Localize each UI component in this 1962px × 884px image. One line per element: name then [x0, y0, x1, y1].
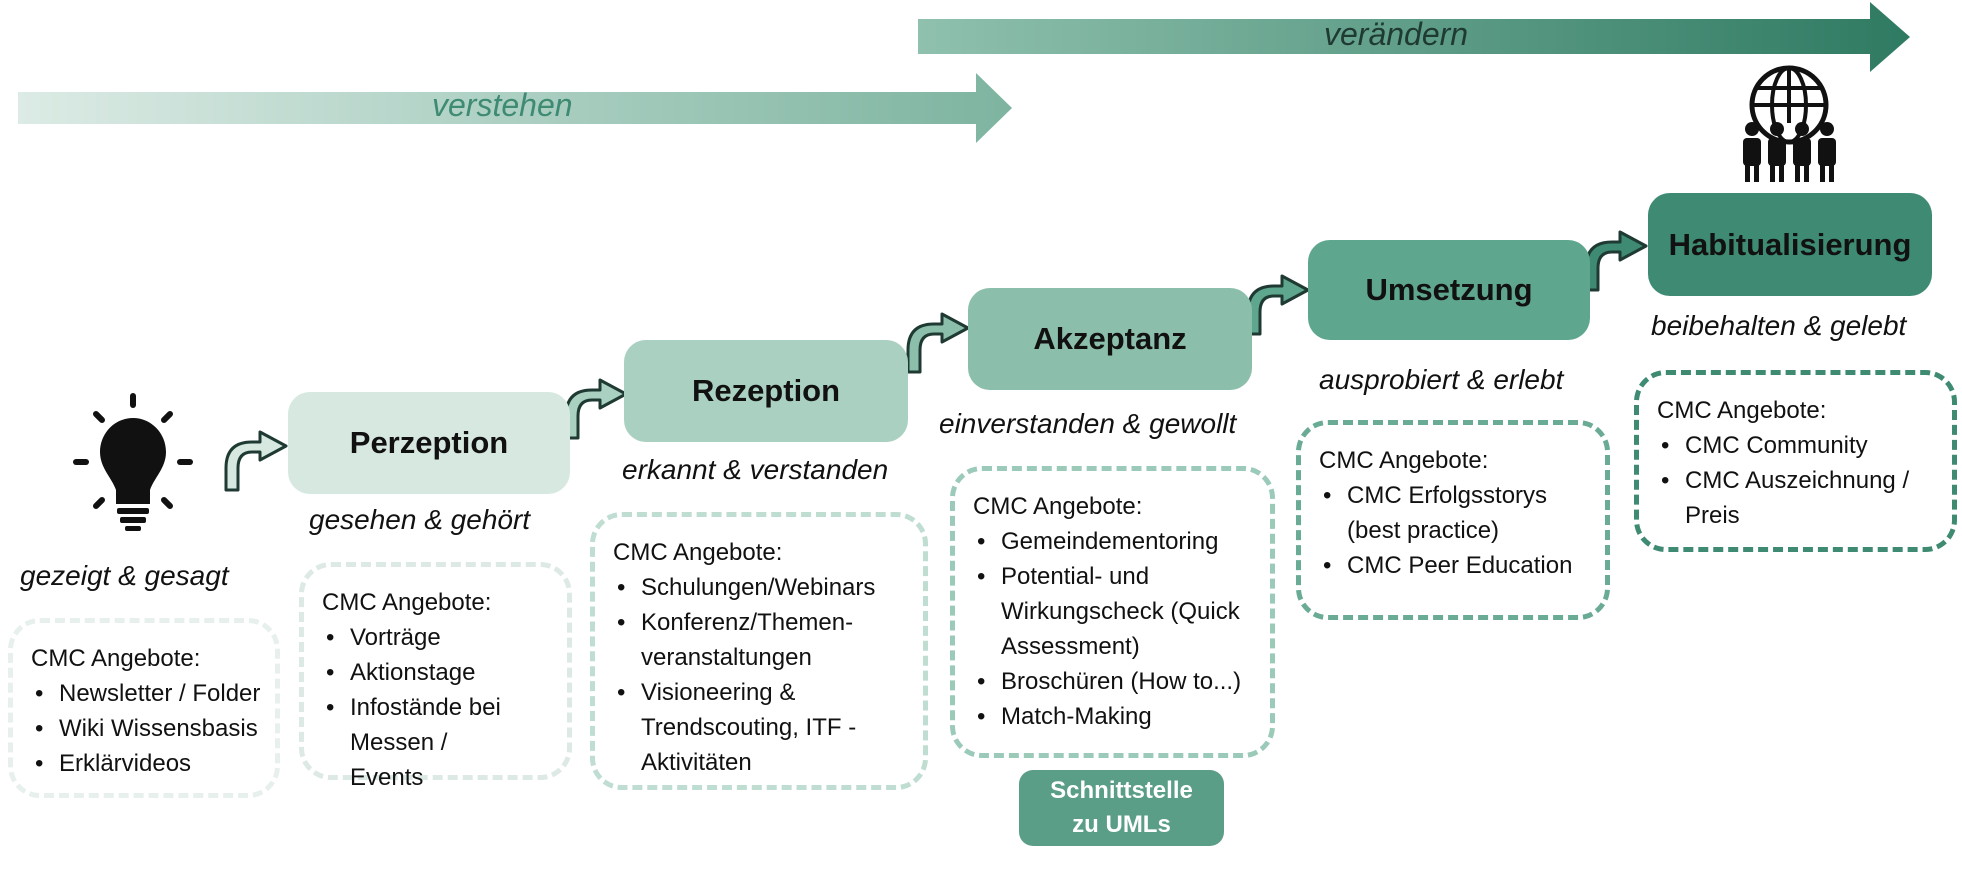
list-item: CMC Erfolgsstorys (best practice) — [1319, 478, 1581, 548]
list-item: Erklärvideos — [31, 746, 275, 781]
subtitle-stage-0: gezeigt & gesagt — [20, 560, 229, 591]
curved-arrow-icon — [564, 378, 628, 440]
list-item: Newsletter / Folder — [31, 676, 275, 711]
subtitle-umsetzung: ausprobiert & erlebt — [1319, 364, 1564, 395]
list-item: Wiki Wissensbasis — [31, 711, 275, 746]
veraendern-arrow — [918, 2, 1910, 72]
subtitle-akzeptanz: einverstanden & gewollt — [939, 408, 1237, 439]
offers-box-0: CMC Angebote: Newsletter / Folder Wiki W… — [8, 618, 280, 798]
interface-badge: Schnittstelle zu UMLs — [1019, 770, 1224, 846]
stage-akzeptanz: Akzeptanz — [968, 288, 1252, 390]
stage-perzeption: Perzeption — [288, 392, 570, 494]
list-item: Aktionstage — [322, 655, 527, 690]
offers-header: CMC Angebote: — [613, 539, 783, 566]
offers-list: Vorträge Aktionstage Infostände bei Mess… — [322, 620, 527, 795]
veraendern-label: verändern — [1324, 16, 1469, 52]
list-item: Potential- und Wirkungscheck (Quick Asse… — [973, 559, 1273, 664]
subtitle-rezeption: erkannt & verstanden — [622, 454, 889, 485]
offers-list: Newsletter / Folder Wiki Wissensbasis Er… — [31, 676, 275, 781]
list-item: CMC Auszeichnung / Preis — [1657, 463, 1919, 533]
list-item: Konferenz/Themen-veranstaltungen — [613, 605, 901, 675]
list-item: Match-Making — [973, 699, 1273, 734]
offers-header: CMC Angebote: — [322, 589, 492, 616]
list-item: CMC Peer Education — [1319, 548, 1581, 583]
offers-box-habitualisierung: CMC Angebote: CMC Community CMC Auszeich… — [1634, 370, 1957, 552]
offers-header: CMC Angebote: — [1319, 447, 1489, 474]
list-item: Schulungen/Webinars — [613, 570, 901, 605]
verstehen-arrow — [18, 73, 1012, 143]
stage-rezeption: Rezeption — [624, 340, 908, 442]
curved-arrow-icon — [224, 430, 288, 492]
stage-habitualisierung: Habitualisierung — [1648, 193, 1932, 296]
offers-box-rezeption: CMC Angebote: Schulungen/Webinars Konfer… — [590, 512, 928, 790]
list-item: Infostände bei Messen / Events — [322, 690, 527, 795]
list-item: Gemeindementoring — [973, 524, 1273, 559]
offers-box-akzeptanz: CMC Angebote: Gemeindementoring Potentia… — [950, 466, 1275, 758]
offers-header: CMC Angebote: — [1657, 397, 1827, 424]
list-item: Visioneering & Trendscouting, ITF - Akti… — [613, 675, 901, 780]
offers-list: CMC Erfolgsstorys (best practice) CMC Pe… — [1319, 478, 1581, 583]
offers-list: Gemeindementoring Potential- und Wirkung… — [973, 524, 1273, 734]
list-item: Vorträge — [322, 620, 527, 655]
curved-arrow-icon — [1246, 274, 1310, 336]
list-item: CMC Community — [1657, 428, 1919, 463]
offers-header: CMC Angebote: — [31, 645, 201, 672]
curved-arrow-icon — [906, 312, 970, 374]
interface-label-line2: zu UMLs — [1072, 811, 1171, 838]
verstehen-label: verstehen — [432, 87, 573, 123]
offers-list: CMC Community CMC Auszeichnung / Preis — [1657, 428, 1919, 533]
subtitle-habitualisierung: beibehalten & gelebt — [1651, 310, 1907, 341]
stage-umsetzung: Umsetzung — [1308, 240, 1590, 340]
interface-label-line1: Schnittstelle — [1050, 777, 1193, 804]
globe-people-icon — [1743, 65, 1836, 182]
lightbulb-icon — [73, 393, 193, 531]
offers-list: Schulungen/Webinars Konferenz/Themen-ver… — [613, 570, 901, 780]
offers-box-umsetzung: CMC Angebote: CMC Erfolgsstorys (best pr… — [1296, 420, 1610, 620]
curved-arrow-icon — [1584, 230, 1648, 292]
offers-box-perzeption: CMC Angebote: Vorträge Aktionstage Infos… — [299, 562, 572, 791]
list-item: Broschüren (How to...) — [973, 664, 1273, 699]
subtitle-perzeption: gesehen & gehört — [309, 504, 531, 535]
offers-header: CMC Angebote: — [973, 493, 1143, 520]
